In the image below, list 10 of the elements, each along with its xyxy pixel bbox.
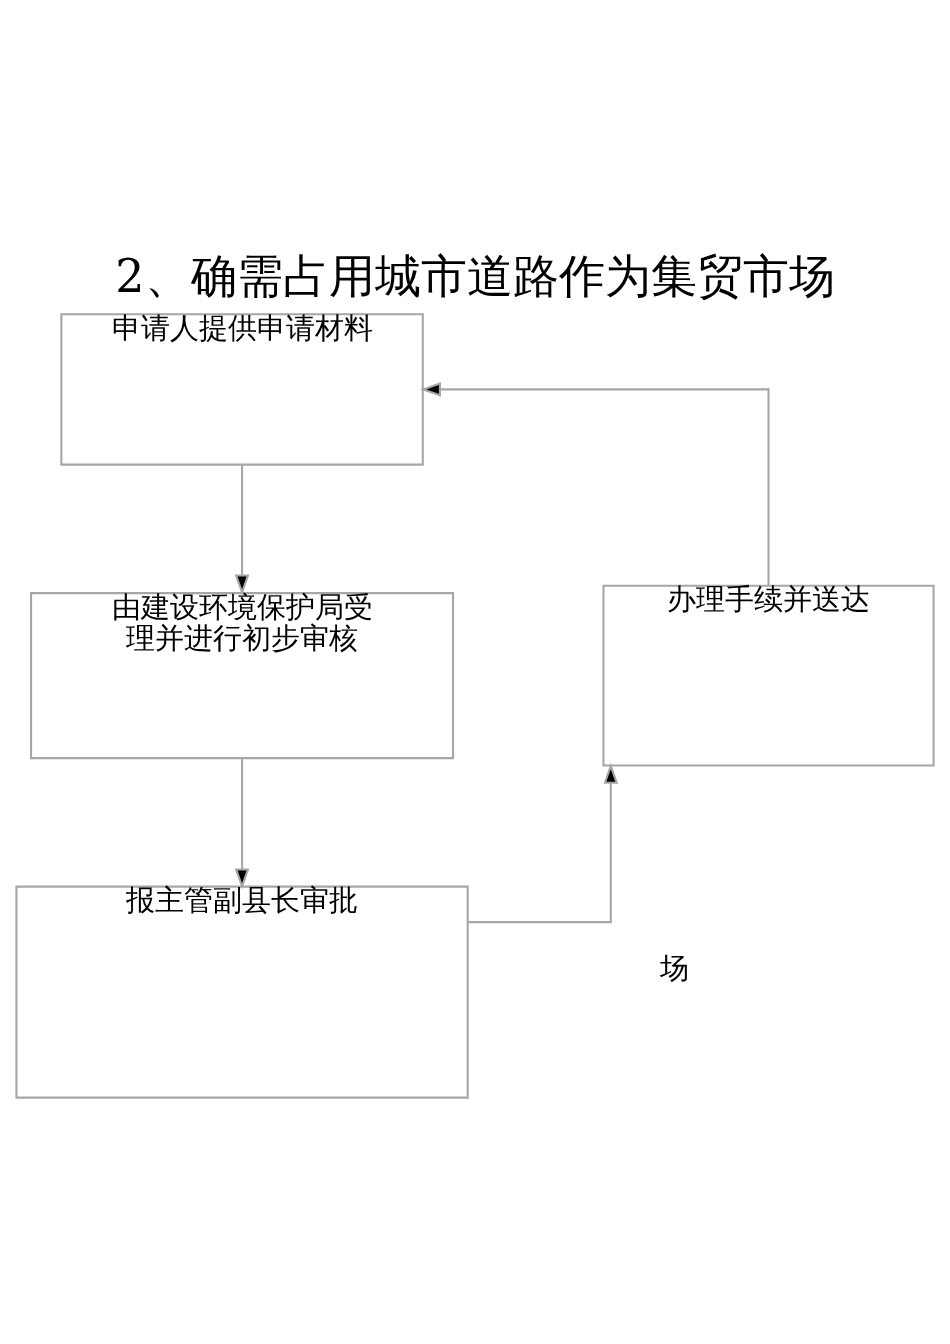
node-box: 由建设环境保护局受理并进行初步审核 — [30, 591, 455, 759]
arrow — [467, 762, 619, 923]
arrow — [234, 464, 250, 595]
diagram-title: 2、确需占用城市道路作为集贸市场 — [115, 248, 835, 303]
arrow — [420, 381, 770, 585]
node-box: 办理手续并送达 — [602, 584, 935, 766]
arrow — [234, 758, 250, 889]
node-box: 申请人提供申请材料 — [60, 312, 424, 466]
label: 场 — [660, 950, 690, 985]
node-box: 报主管副县长审批 — [15, 885, 469, 1099]
